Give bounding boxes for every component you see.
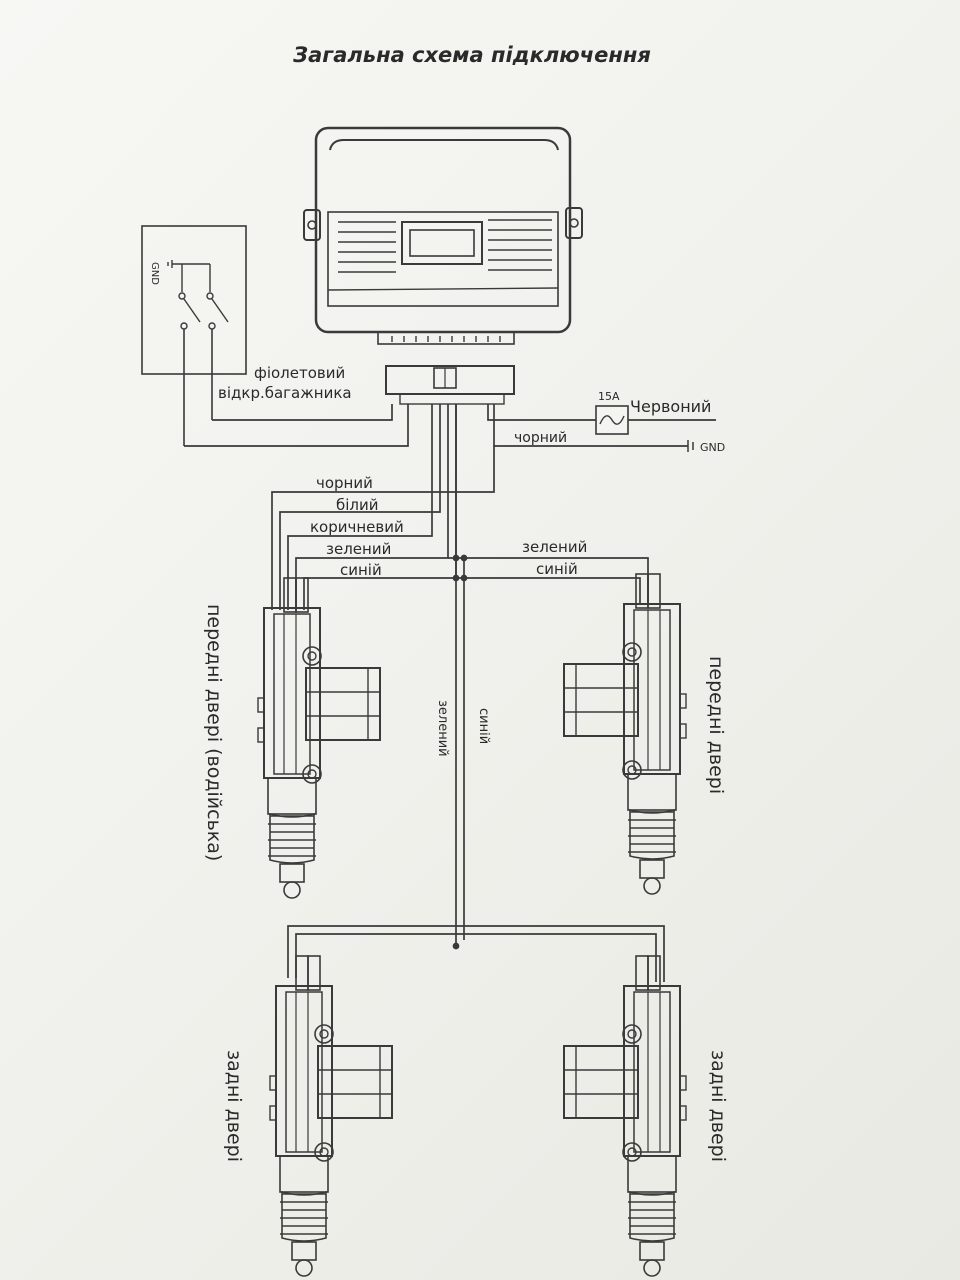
label-blue-vertical: синій: [476, 708, 491, 744]
label-green-left: зелений: [326, 540, 391, 558]
label-rear-door-right: задні двері: [707, 1050, 729, 1162]
label-fuse: 15A: [598, 390, 620, 403]
label-white: білий: [336, 496, 379, 514]
label-black: чорний: [316, 474, 373, 492]
label-front-door-driver: передні двері (водійська): [203, 604, 225, 861]
label-black-power: чорний: [514, 430, 567, 446]
label-blue-left: синій: [340, 561, 382, 579]
label-blue-right: синій: [536, 560, 578, 578]
fuse: [595, 405, 629, 435]
label-trunk-open: відкр.багажника: [218, 384, 352, 402]
control-unit: [303, 126, 583, 405]
label-gnd-power: GND: [700, 441, 725, 454]
label-red: Червоний: [630, 397, 711, 416]
diagram-title: Загальна схема підключення: [292, 43, 651, 67]
label-green-right: зелений: [522, 538, 587, 556]
actuator-front-right: [563, 573, 687, 895]
label-gnd-switch: GND: [149, 262, 160, 285]
label-front-door-passenger: передні двері: [705, 656, 727, 794]
label-rear-door-left: задні двері: [223, 1050, 245, 1162]
actuator-rear-right: [563, 955, 687, 1277]
label-violet: фіолетовий: [254, 364, 345, 382]
trunk-switch-box: [141, 225, 247, 446]
actuator-rear-left: [269, 955, 393, 1277]
label-brown: коричневий: [310, 518, 404, 536]
label-green-vertical: зелений: [435, 700, 450, 757]
actuator-front-left: [257, 577, 381, 899]
